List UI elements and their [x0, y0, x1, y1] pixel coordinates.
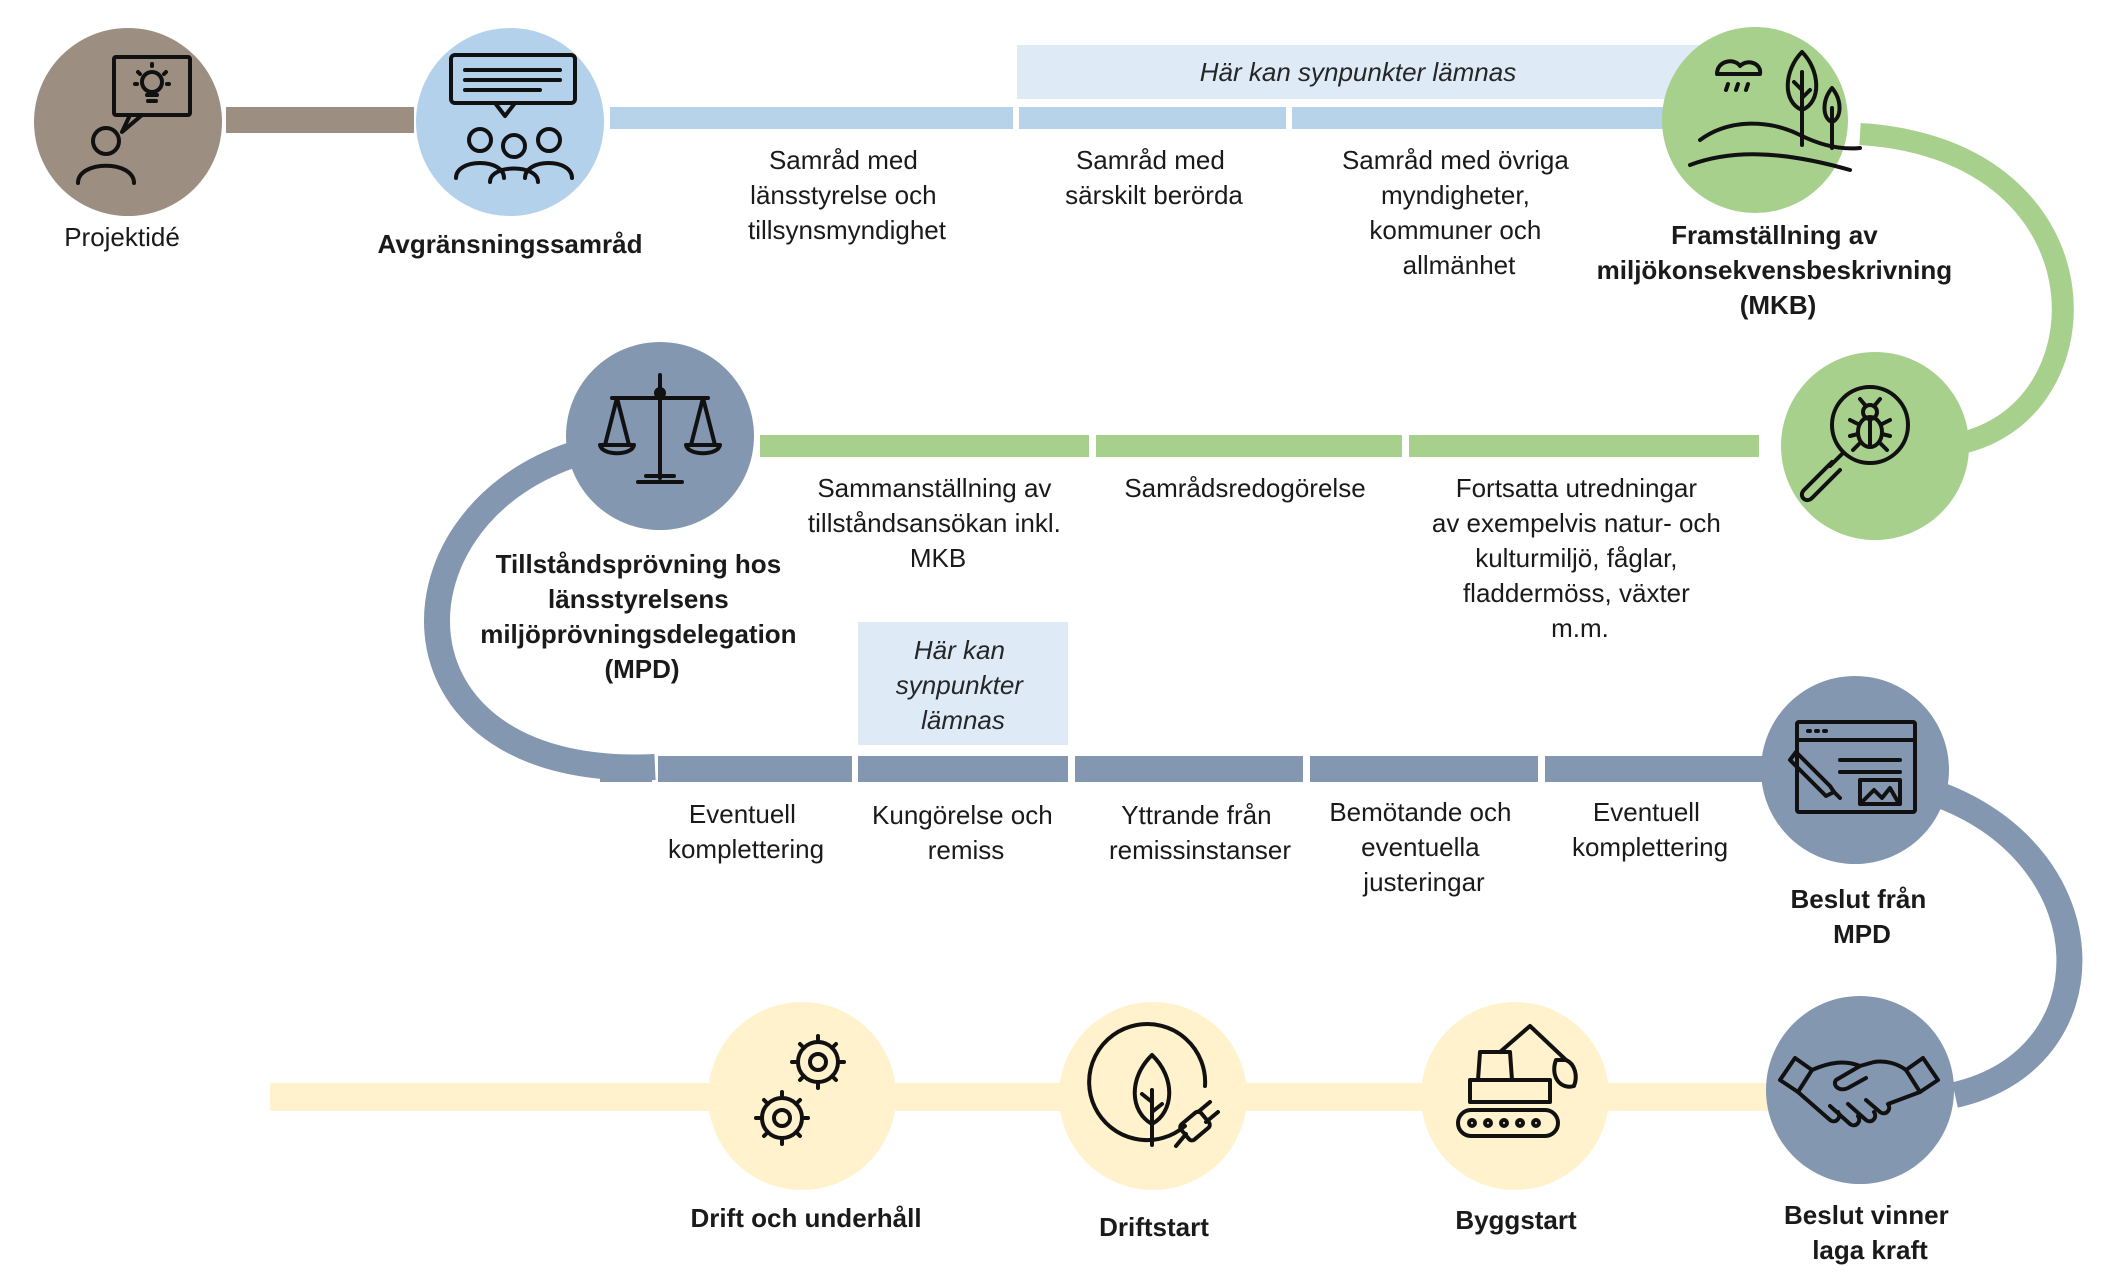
note-middle-line: lämnas	[921, 705, 1005, 735]
track-row2-seg1	[760, 435, 1089, 457]
track-slate-arc-right	[1935, 782, 2083, 1108]
idea-person-icon	[76, 55, 192, 185]
scales-icon	[598, 373, 722, 484]
step-row2-1: Sammanställning av tillståndsansökan ink…	[808, 473, 1068, 573]
milestone-byggstart	[1421, 1002, 1609, 1190]
milestone-mkb	[1662, 27, 1862, 213]
milestone-projektide	[34, 28, 222, 216]
meeting-chat-icon	[449, 53, 577, 184]
milestone-tillstandsprovning	[566, 342, 754, 530]
track-brown	[226, 107, 414, 133]
step-row2-3: Fortsatta utredningar av exempelvis natu…	[1432, 473, 1728, 643]
track-row3-seg1	[658, 756, 852, 782]
step-row3-5: Eventuell komplettering	[1572, 797, 1728, 862]
label-mkb: Framställning av miljökonsekvensbeskrivn…	[1597, 220, 1960, 320]
leaf-plug-icon	[1087, 1022, 1220, 1148]
step-row3-1: Eventuell komplettering	[668, 799, 824, 864]
milestone-circle	[1766, 996, 1954, 1184]
step-row1-1: Samråd med länsstyrelse och tillsynsmynd…	[748, 145, 947, 245]
track-slate-arc	[424, 442, 656, 781]
document-browser-icon	[1788, 720, 1917, 814]
track-row3-seg3	[1075, 756, 1303, 782]
milestone-circle	[1421, 1002, 1609, 1190]
milestone-circle	[708, 1002, 896, 1190]
bug-magnifier-icon	[1799, 385, 1910, 503]
note-middle-text: Här kan synpunkter lämnas	[896, 635, 1030, 735]
connector-tracks	[226, 107, 2083, 1111]
track-row1-seg2	[1019, 107, 1286, 129]
gears-icon	[754, 1034, 846, 1146]
track-row2-seg2	[1096, 435, 1402, 457]
label-byggstart: Byggstart	[1455, 1205, 1577, 1235]
note-box-top	[1017, 45, 1700, 99]
label-projektide: Projektidé	[64, 222, 180, 252]
track-row3-seg4	[1310, 756, 1538, 782]
label-tillstandsprovning: Tillståndsprövning hos länsstyrelsens mi…	[480, 549, 804, 684]
note-middle-line: synpunkter	[896, 670, 1025, 700]
label-drift: Drift och underhåll	[690, 1203, 921, 1233]
milestone-beslut-mpd	[1761, 676, 1949, 864]
label-avgransningssamrad: Avgränsningssamråd	[378, 229, 643, 259]
milestone-utredning	[1781, 352, 1969, 540]
label-beslut-mpd: Beslut från MPD	[1790, 884, 1933, 949]
track-row1-seg1	[610, 107, 1013, 129]
milestone-laga-kraft	[1766, 996, 1954, 1184]
note-top-text: Här kan synpunkter lämnas	[1200, 57, 1516, 87]
excavator-icon	[1456, 1024, 1578, 1138]
note-middle-line: Här kan	[914, 635, 1005, 665]
label-driftstart: Driftstart	[1099, 1212, 1209, 1242]
track-row3-seg2	[858, 756, 1068, 782]
step-row2-2: Samrådsredogörelse	[1124, 473, 1365, 503]
milestone-circle	[1662, 27, 1848, 213]
milestone-driftstart	[1059, 1002, 1247, 1190]
track-row2-seg3	[1409, 435, 1759, 457]
step-row1-3: Samråd med övriga myndigheter, kommuner …	[1342, 145, 1576, 280]
step-row3-2: Kungörelse och remiss	[872, 800, 1060, 865]
note-box-middle	[858, 622, 1068, 745]
label-laga-kraft: Beslut vinner laga kraft	[1784, 1200, 1956, 1265]
step-row3-4: Bemötande och eventuella justeringar	[1329, 797, 1518, 897]
track-row1-seg3	[1292, 107, 1675, 129]
track-row3-seg0	[600, 756, 652, 782]
nature-landscape-icon	[1688, 50, 1862, 172]
track-row3-seg5	[1545, 756, 1765, 782]
milestone-drift	[708, 1002, 896, 1190]
track-green-arc	[1859, 123, 2074, 457]
milestone-avgransningssamrad	[416, 28, 604, 216]
handshake-icon	[1778, 1056, 1940, 1128]
step-row1-2: Samråd med särskilt berörda	[1065, 145, 1243, 210]
step-row3-3: Yttrande från remissinstanser	[1109, 800, 1291, 865]
